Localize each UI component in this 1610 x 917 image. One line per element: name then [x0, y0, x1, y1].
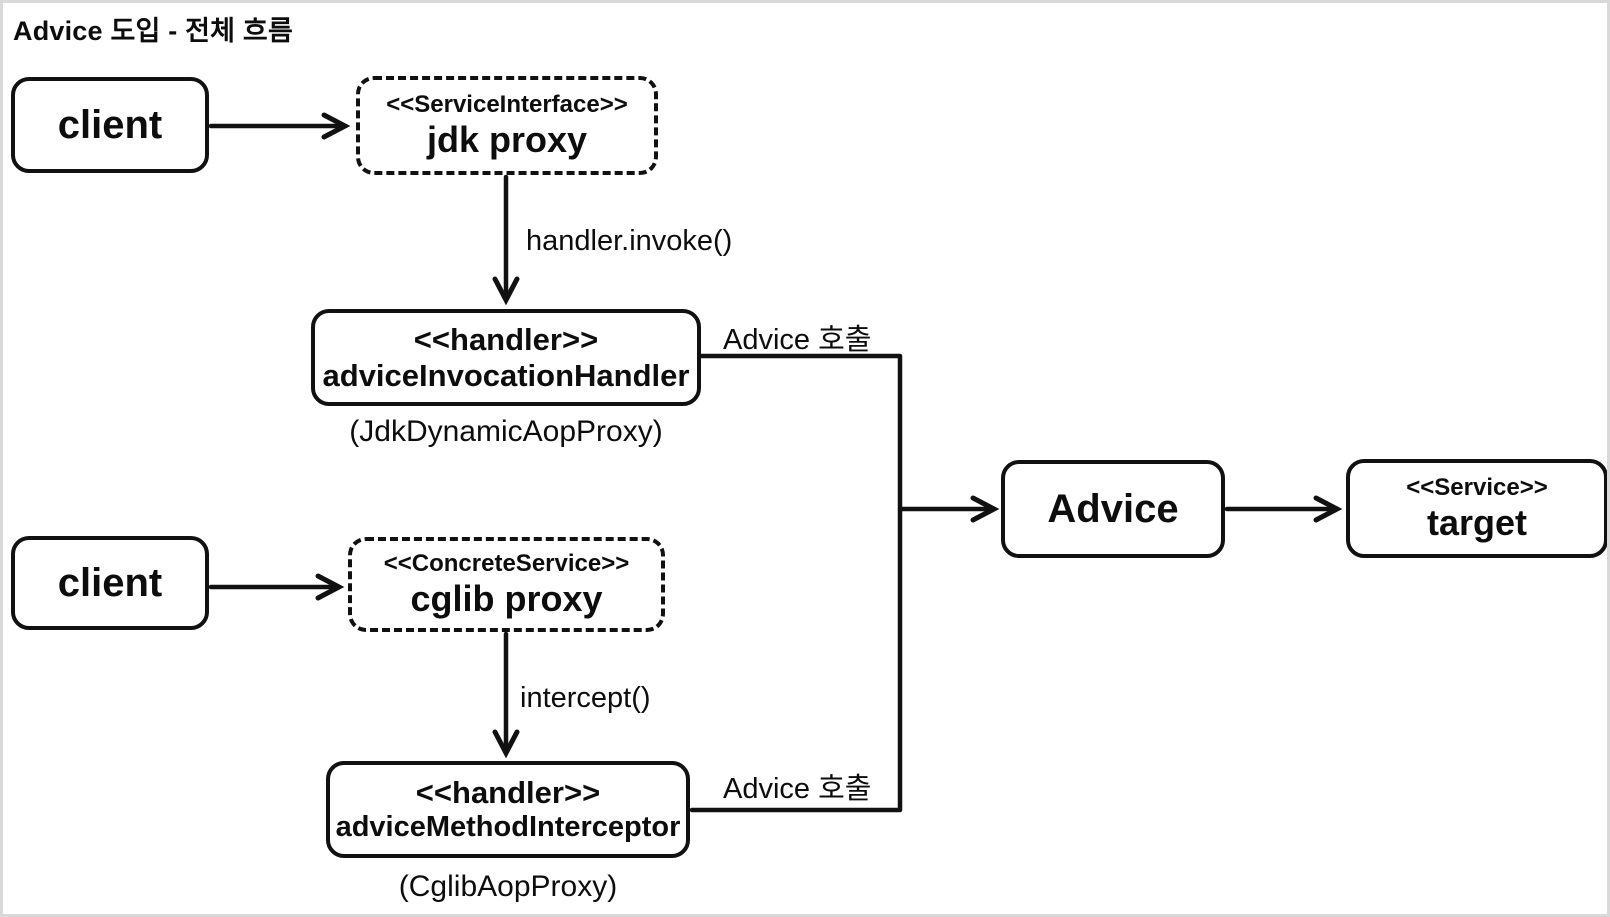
- node-target: <<Service>> target: [1346, 459, 1607, 558]
- edge-label-advice-call-top: Advice 호출: [723, 324, 872, 356]
- node-cglib-proxy-label: cglib proxy: [410, 577, 603, 619]
- caption-jdk-dynamic-aop-proxy: (JdkDynamicAopProxy): [349, 415, 663, 448]
- edge-label-handler-invoke: handler.invoke(): [526, 225, 733, 257]
- node-advice-method-interceptor-label: adviceMethodInterceptor: [335, 810, 681, 843]
- edge-label-advice-call-bottom: Advice 호출: [723, 773, 872, 805]
- node-jdk-proxy-label: jdk proxy: [426, 118, 588, 160]
- edge-label-intercept: intercept(): [520, 682, 651, 714]
- node-client-bottom-label: client: [57, 561, 163, 605]
- node-advice-method-interceptor: <<handler>> adviceMethodInterceptor: [326, 761, 690, 858]
- node-advice-invocation-handler-label: adviceInvocationHandler: [322, 357, 690, 393]
- node-target-label: target: [1426, 501, 1528, 543]
- node-advice-invocation-handler-stereotype: <<handler>>: [413, 321, 599, 357]
- caption-cglib-aop-proxy: (CglibAopProxy): [398, 870, 618, 903]
- diagram-title: Advice 도입 - 전체 흐름: [13, 16, 293, 46]
- connector-handlers-junction: [689, 353, 903, 813]
- node-cglib-proxy-stereotype: <<ConcreteService>>: [383, 550, 630, 577]
- node-jdk-proxy-stereotype: <<ServiceInterface>>: [386, 91, 628, 118]
- node-cglib-proxy: <<ConcreteService>> cglib proxy: [348, 537, 665, 632]
- node-client-top-label: client: [57, 103, 163, 147]
- node-client-bottom: client: [11, 536, 209, 630]
- node-advice: Advice: [1001, 460, 1225, 558]
- node-jdk-proxy: <<ServiceInterface>> jdk proxy: [356, 76, 658, 175]
- node-target-stereotype: <<Service>>: [1406, 474, 1548, 501]
- node-advice-invocation-handler: <<handler>> adviceInvocationHandler: [311, 309, 701, 406]
- node-advice-method-interceptor-stereotype: <<handler>>: [415, 775, 601, 810]
- node-advice-label: Advice: [1047, 487, 1179, 531]
- node-client-top: client: [11, 77, 209, 173]
